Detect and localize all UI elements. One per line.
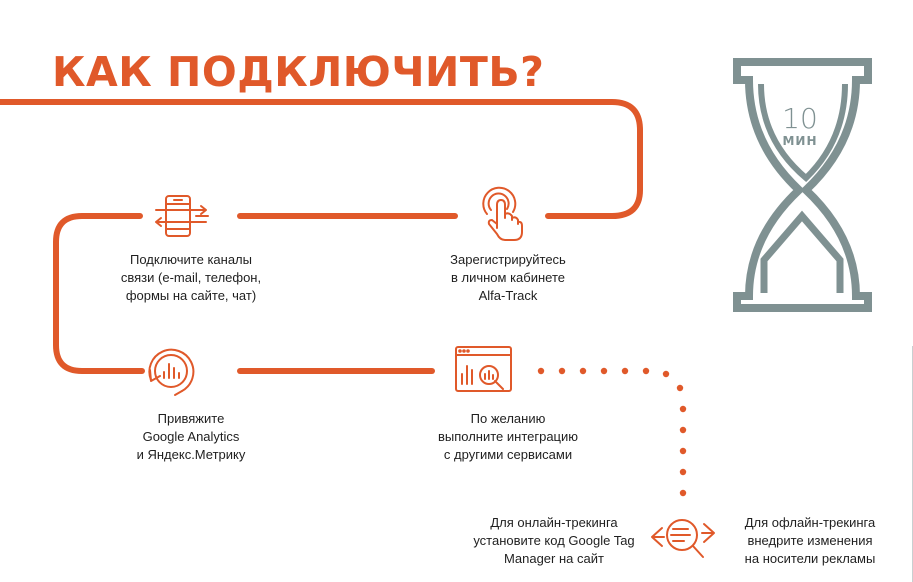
dotted-connector: [537, 367, 687, 497]
step-link-analytics: Привяжите Google Analytics и Яндекс.Метр…: [136, 411, 246, 462]
flow-line-left: [53, 213, 145, 374]
tap-finger-icon: [482, 186, 523, 241]
phone-arrows-icon: [155, 195, 209, 237]
page-title: КАК ПОДКЛЮЧИТЬ?: [52, 48, 545, 96]
step-online-tracking: Для онлайн-трекинга установите код Googl…: [473, 515, 635, 566]
step-integration: По желанию выполните интеграцию с другим…: [437, 411, 579, 462]
analytics-refresh-icon: [148, 348, 195, 396]
hourglass-icon: [733, 58, 872, 312]
search-document-arrows-icon: [651, 519, 715, 558]
timer-number: 10: [782, 102, 818, 135]
flow-line-top: [0, 99, 643, 219]
step-register: Зарегистрируйтесь в личном кабинете Alfa…: [450, 252, 566, 303]
timer-unit: МИН: [782, 134, 818, 148]
step-offline-tracking: Для офлайн-трекинга внедрите изменения н…: [744, 515, 876, 566]
timer-label: 10 МИН: [770, 102, 830, 149]
browser-chart-search-icon: [455, 346, 512, 392]
step-connect-channels: Подключите каналы связи (e-mail, телефон…: [120, 252, 262, 303]
